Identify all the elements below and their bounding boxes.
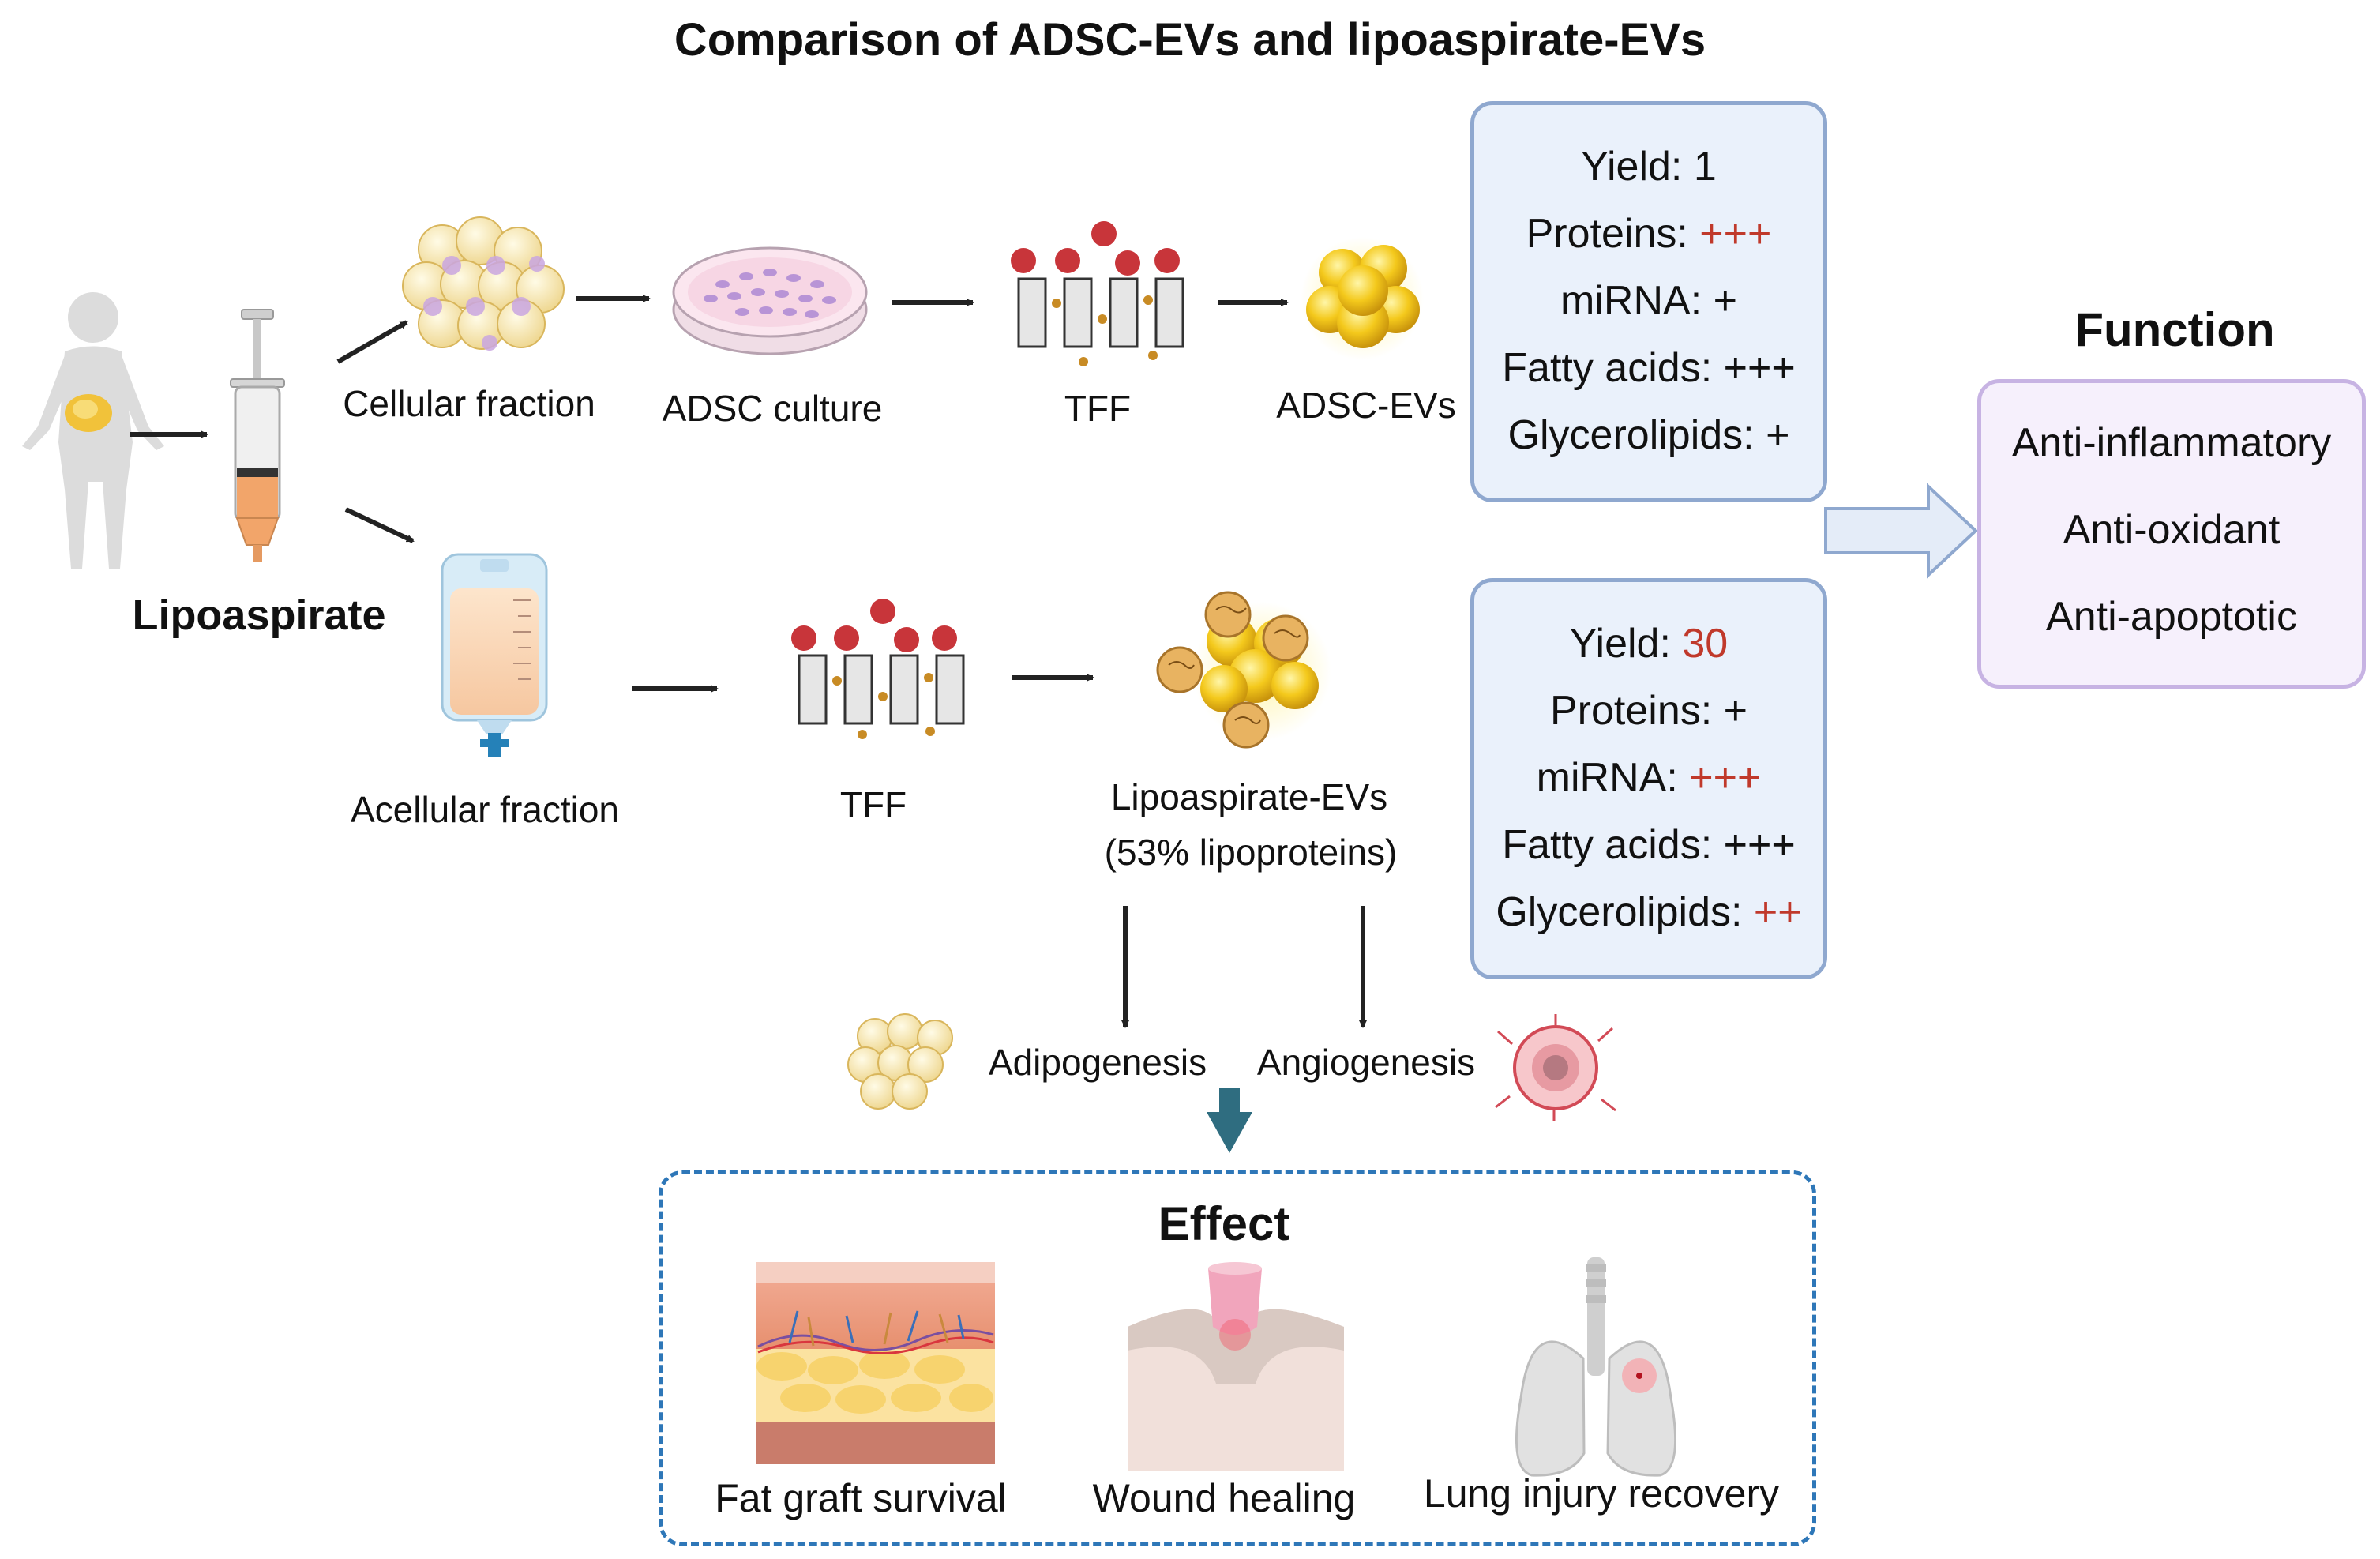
adsc-evs-label: ADSC-EVs <box>1276 385 1456 426</box>
function-item: Anti-oxidant <box>2063 507 2281 553</box>
wound-icon <box>1128 1262 1344 1471</box>
effect-item-fat-graft: Fat graft survival <box>715 1476 1007 1520</box>
petri-dish-icon <box>672 246 868 355</box>
stat-fatty-acids: Fatty acids: +++ <box>1502 345 1796 391</box>
adipocyte-cluster-icon <box>847 1013 953 1110</box>
fat-graft-skin-icon <box>756 1262 995 1464</box>
tff-filter-icon-bottom <box>791 599 965 739</box>
stat-glycerolipids: Glycerolipids: ++ <box>1496 889 1802 935</box>
diagram-title: Comparison of ADSC-EVs and lipoaspirate-… <box>674 14 1706 66</box>
stat-yield: Yield: 1 <box>1581 144 1717 190</box>
cellular-fraction-label: Cellular fraction <box>343 383 595 424</box>
function-item: Anti-inflammatory <box>2011 420 2332 466</box>
angiogenesis-icon <box>1495 1014 1616 1121</box>
effect-item-wound: Wound healing <box>1092 1476 1356 1520</box>
stat-proteins: Proteins: + <box>1549 688 1748 734</box>
stat-mirna: miRNA: +++ <box>1536 755 1762 801</box>
stat-proteins: Proteins: +++ <box>1526 211 1772 257</box>
adsc-stats-box: Yield: 1 Proteins: +++ miRNA: + Fatty ac… <box>1470 101 1827 502</box>
lipoaspirate-evs-label: Lipoaspirate-EVs <box>1110 776 1388 817</box>
lipoaspirate-evs-icon <box>1156 591 1331 749</box>
acellular-fraction-label: Acellular fraction <box>350 789 620 830</box>
human-silhouette-icon <box>22 292 164 569</box>
tff-filter-icon-top <box>1011 221 1184 366</box>
effect-item-lung: Lung injury recovery <box>1423 1471 1780 1516</box>
function-box: Anti-inflammatory Anti-oxidant Anti-apop… <box>1977 379 2366 689</box>
syringe-icon <box>230 309 285 562</box>
blood-bag-icon <box>441 553 548 757</box>
function-heading: Function <box>2074 303 2275 356</box>
lipoaspirate-label: Lipoaspirate <box>132 592 386 639</box>
stat-yield: Yield: 30 <box>1569 621 1729 667</box>
stat-mirna: miRNA: + <box>1560 278 1737 324</box>
lipo-stats-box: Yield: 30 Proteins: + miRNA: +++ Fatty a… <box>1470 578 1827 979</box>
effect-heading: Effect <box>1158 1197 1290 1250</box>
function-arrow <box>1824 483 1978 579</box>
adsc-culture-label: ADSC culture <box>662 388 883 429</box>
cellular-fraction-icon <box>402 216 565 351</box>
tff-label-top: TFF <box>1064 388 1132 429</box>
lungs-icon <box>1515 1257 1677 1477</box>
function-item: Anti-apoptotic <box>2046 594 2297 640</box>
effect-box <box>659 1170 1816 1546</box>
adipogenesis-label: Adipogenesis <box>988 1042 1207 1083</box>
effect-down-arrow <box>1207 1088 1252 1153</box>
adsc-evs-icon <box>1301 237 1424 360</box>
stat-glycerolipids: Glycerolipids: + <box>1507 412 1790 458</box>
stat-fatty-acids: Fatty acids: +++ <box>1502 822 1796 868</box>
angiogenesis-label: Angiogenesis <box>1256 1042 1476 1083</box>
tff-label-bottom: TFF <box>839 784 907 825</box>
lipoprotein-percent-label: (53% lipoproteins) <box>1104 832 1398 873</box>
